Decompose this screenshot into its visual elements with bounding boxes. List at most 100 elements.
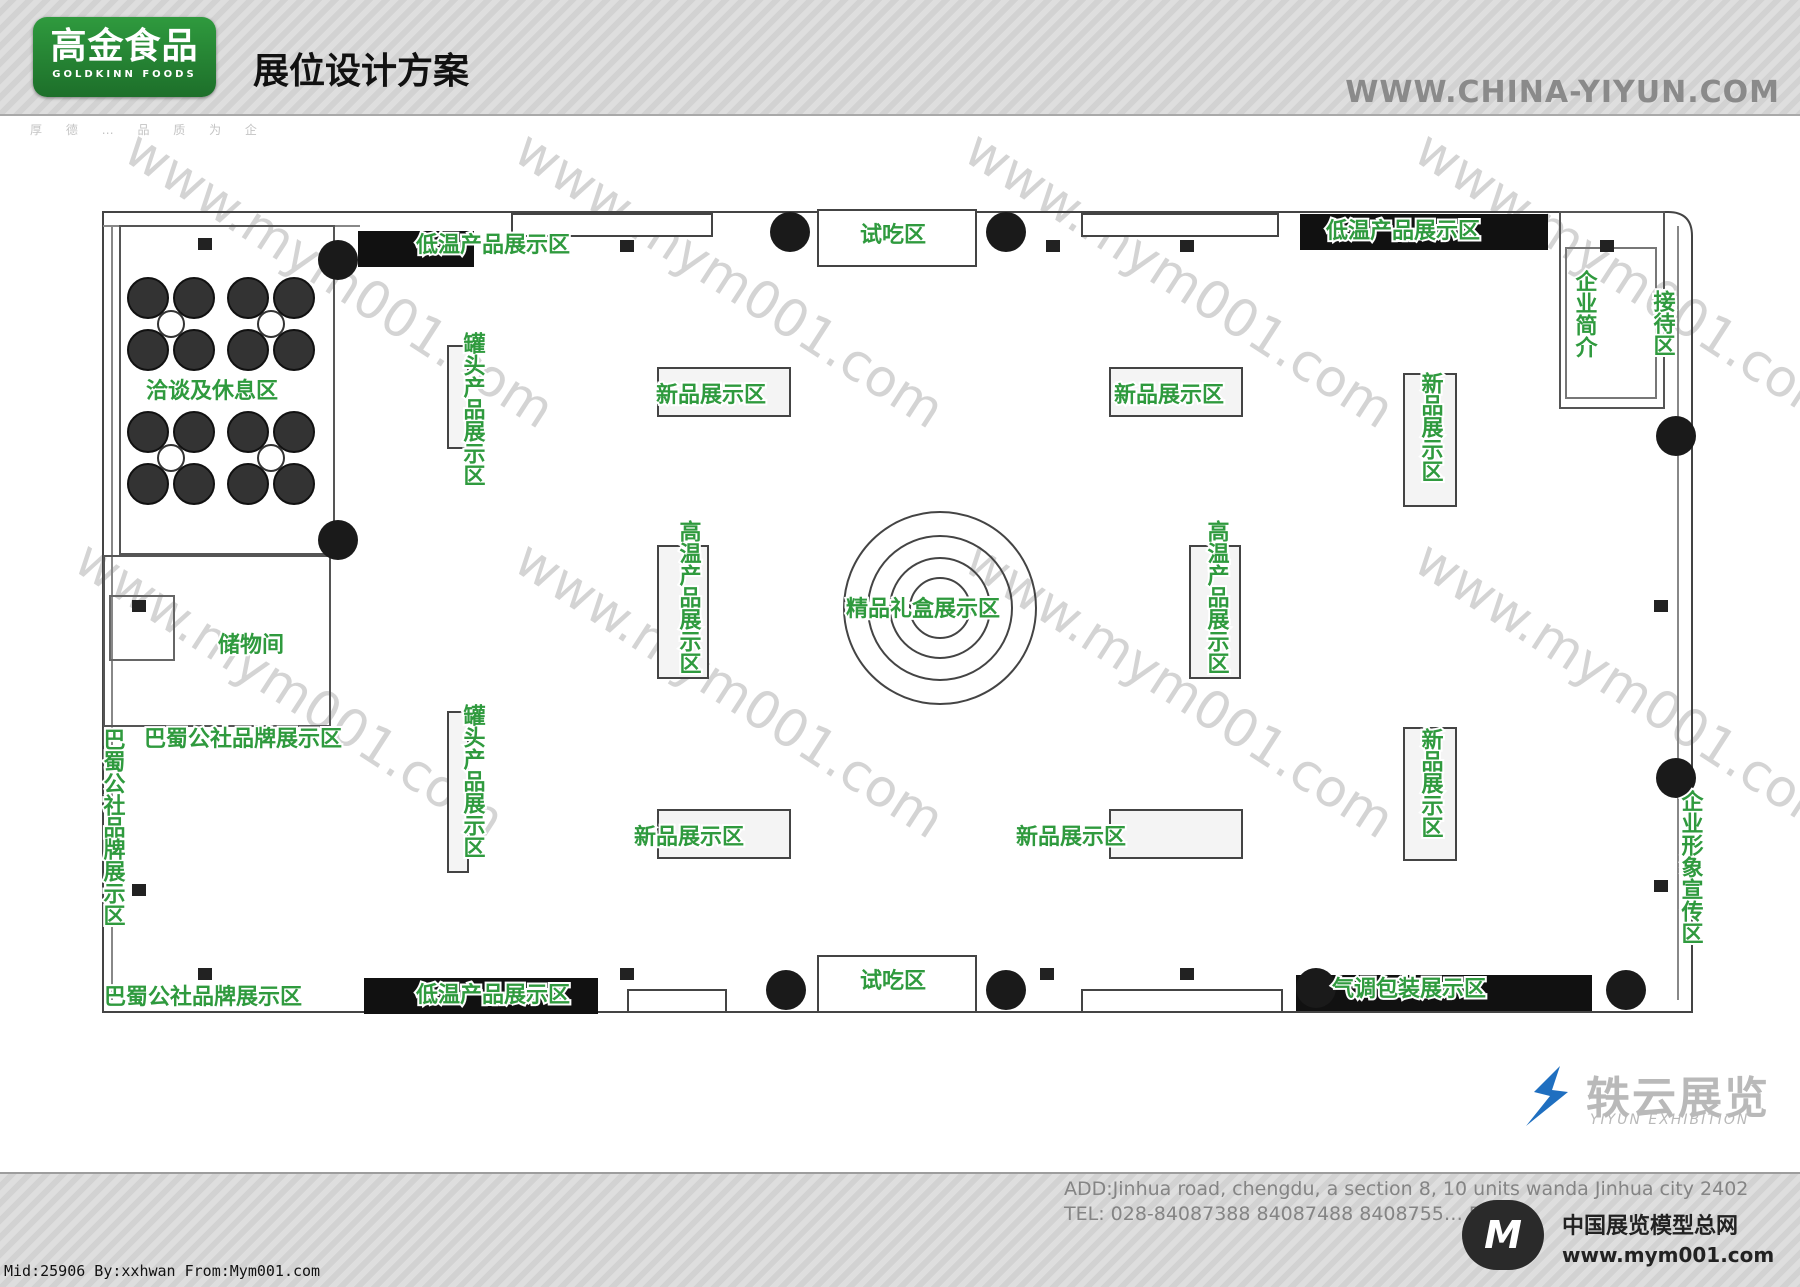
yiyun-cn-text: 轶云展览 [1586, 1073, 1770, 1124]
giftbox-ring [843, 511, 1037, 705]
spotlight-icon [198, 968, 212, 980]
tasting-counter-bottom [817, 955, 977, 1013]
zone-label-bashu: 巴蜀公社品牌展示区 [100, 728, 126, 926]
spotlight-icon [132, 600, 146, 612]
giftbox-ring [909, 577, 971, 639]
spotlight-icon [1040, 968, 1054, 980]
mym-name-text: 中国展览模型总网 [1562, 1214, 1739, 1239]
chair [127, 463, 169, 505]
zone-label-storage: 储物间 [218, 632, 284, 658]
chair [227, 463, 269, 505]
zone-label-new-product: 新品展示区 [1016, 824, 1126, 850]
chair [227, 329, 269, 371]
wall-counters [358, 214, 1592, 1014]
chair [173, 463, 215, 505]
spotlight-icon [1046, 240, 1060, 252]
chair [127, 411, 169, 453]
page-title: 展位设计方案 [253, 51, 470, 92]
telephone-text: TEL: 028-84087388 84087488 8408755… FA… [1064, 1203, 1511, 1225]
chair [127, 277, 169, 319]
counter [1300, 214, 1548, 250]
counter [364, 978, 598, 1014]
counter [358, 231, 474, 267]
plant-icon [986, 970, 1026, 1010]
canned-stand [447, 711, 469, 873]
spotlight-icon [620, 968, 634, 980]
zone-label-new-product: 新品展示区 [634, 824, 744, 850]
zone-label-lowtemp: 低温产品展示区 [415, 233, 570, 258]
chair [173, 411, 215, 453]
chair [273, 411, 315, 453]
spotlight-icon [198, 238, 212, 250]
spotlights [132, 238, 1668, 980]
chair [127, 329, 169, 371]
plant-icon [1296, 968, 1336, 1008]
new-product-stand [1109, 809, 1243, 859]
booth-outline [102, 211, 1693, 1013]
table [157, 444, 185, 472]
chair [273, 463, 315, 505]
table [257, 310, 285, 338]
giftbox-display [843, 511, 1037, 705]
giftbox-ring [889, 557, 991, 659]
zone-label-bashu: 巴蜀公社品牌展示区 [104, 984, 302, 1010]
chair [173, 277, 215, 319]
zone-label-new-product: 新品展示区 [1114, 382, 1224, 408]
zone-label-lowtemp: 低温产品展示区 [415, 983, 570, 1008]
plant-icon [766, 970, 806, 1010]
chair [273, 329, 315, 371]
chair [273, 277, 315, 319]
yiyun-en-text: YIYUN EXHIBITION [1590, 1112, 1750, 1128]
zone-label-canned: 罐头产品展示区 [460, 703, 487, 858]
zone-label-new-product: 新品展示区 [656, 382, 766, 408]
zone-label-bashu: 巴蜀公社品牌展示区 [144, 726, 342, 752]
zone-label-giftbox: 精品礼盒展示区 [846, 596, 1000, 622]
plant-icon [318, 240, 358, 280]
slogan-text: 厚 德 … 品 质 为 企 [30, 123, 267, 137]
table [157, 310, 185, 338]
spotlight-icon [1180, 968, 1194, 980]
plant-icon [318, 520, 358, 560]
new-product-stand [657, 367, 791, 417]
spotlight-icon [1654, 600, 1668, 612]
zone-label-modified-pack: 气调包装展示区 [1331, 976, 1486, 1002]
zone-label-reception: 接待区 [1650, 290, 1676, 356]
new-product-stand [657, 809, 791, 859]
plants [318, 212, 1696, 1010]
zone-label-high-temp: 高温产品展示区 [1204, 519, 1230, 674]
mym-url-text: www.mym001.com [1562, 1243, 1775, 1267]
high-temp-stand [657, 545, 709, 679]
wall-cabinet [627, 989, 727, 1013]
chair [173, 329, 215, 371]
spotlight-icon [1654, 880, 1668, 892]
website-text: WWW.CHINA-YIYUN.COM [1345, 75, 1780, 110]
yiyun-logo: 轶云展览 YIYUN EXHIBITION [1520, 1062, 1790, 1134]
storage-shelf [109, 595, 175, 661]
zone-label-lounge: 洽谈及休息区 [146, 378, 278, 404]
wall-cabinet [1081, 989, 1283, 1013]
counter [1296, 975, 1592, 1011]
yiyun-mark-icon [1526, 1066, 1568, 1126]
plant-icon [1606, 970, 1646, 1010]
zone-label-new-product: 新品展示区 [1418, 371, 1444, 482]
storage-room [103, 555, 331, 727]
tasting-counter-top [817, 209, 977, 267]
wall-cabinet [1081, 213, 1279, 237]
brand-logo: 高金食品 GOLDKINN FOODS [33, 17, 216, 97]
new-product-stand [1403, 727, 1457, 861]
logo-cn-text: 高金食品 [50, 26, 199, 67]
zone-label-company-intro: 企业简介 [1572, 269, 1599, 358]
high-temp-stand [1189, 545, 1241, 679]
zone-label-lowtemp: 低温产品展示区 [1325, 219, 1480, 244]
spotlight-icon [132, 884, 146, 896]
new-product-stand [1403, 373, 1457, 507]
plant-icon [1656, 416, 1696, 456]
table [257, 444, 285, 472]
zone-label-corporate-image: 企业形象宣传区 [1678, 789, 1705, 944]
zone-label-new-product: 新品展示区 [1418, 727, 1444, 838]
zone-label-high-temp: 高温产品展示区 [676, 519, 702, 674]
spotlight-icon [1600, 240, 1614, 252]
wall-cabinet [511, 213, 713, 237]
chair [227, 277, 269, 319]
